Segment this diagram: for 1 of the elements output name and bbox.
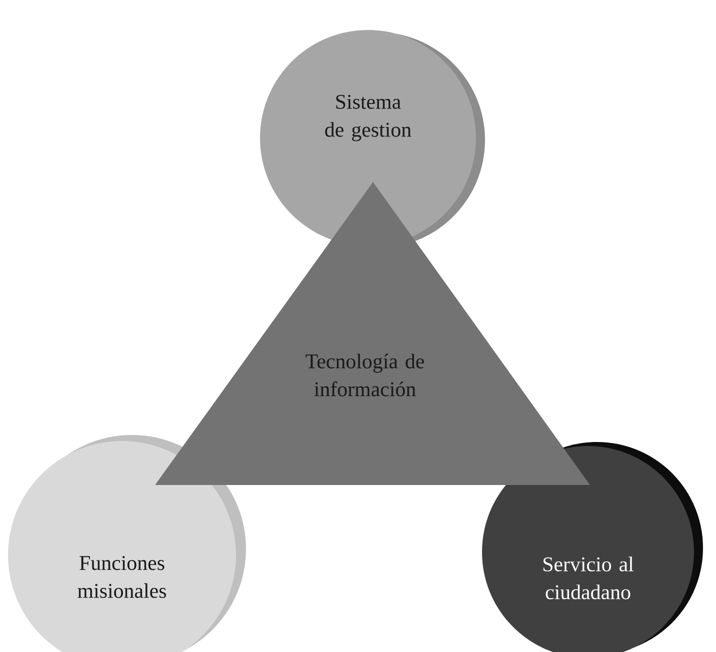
triangle: Tecnología de información xyxy=(155,182,590,485)
